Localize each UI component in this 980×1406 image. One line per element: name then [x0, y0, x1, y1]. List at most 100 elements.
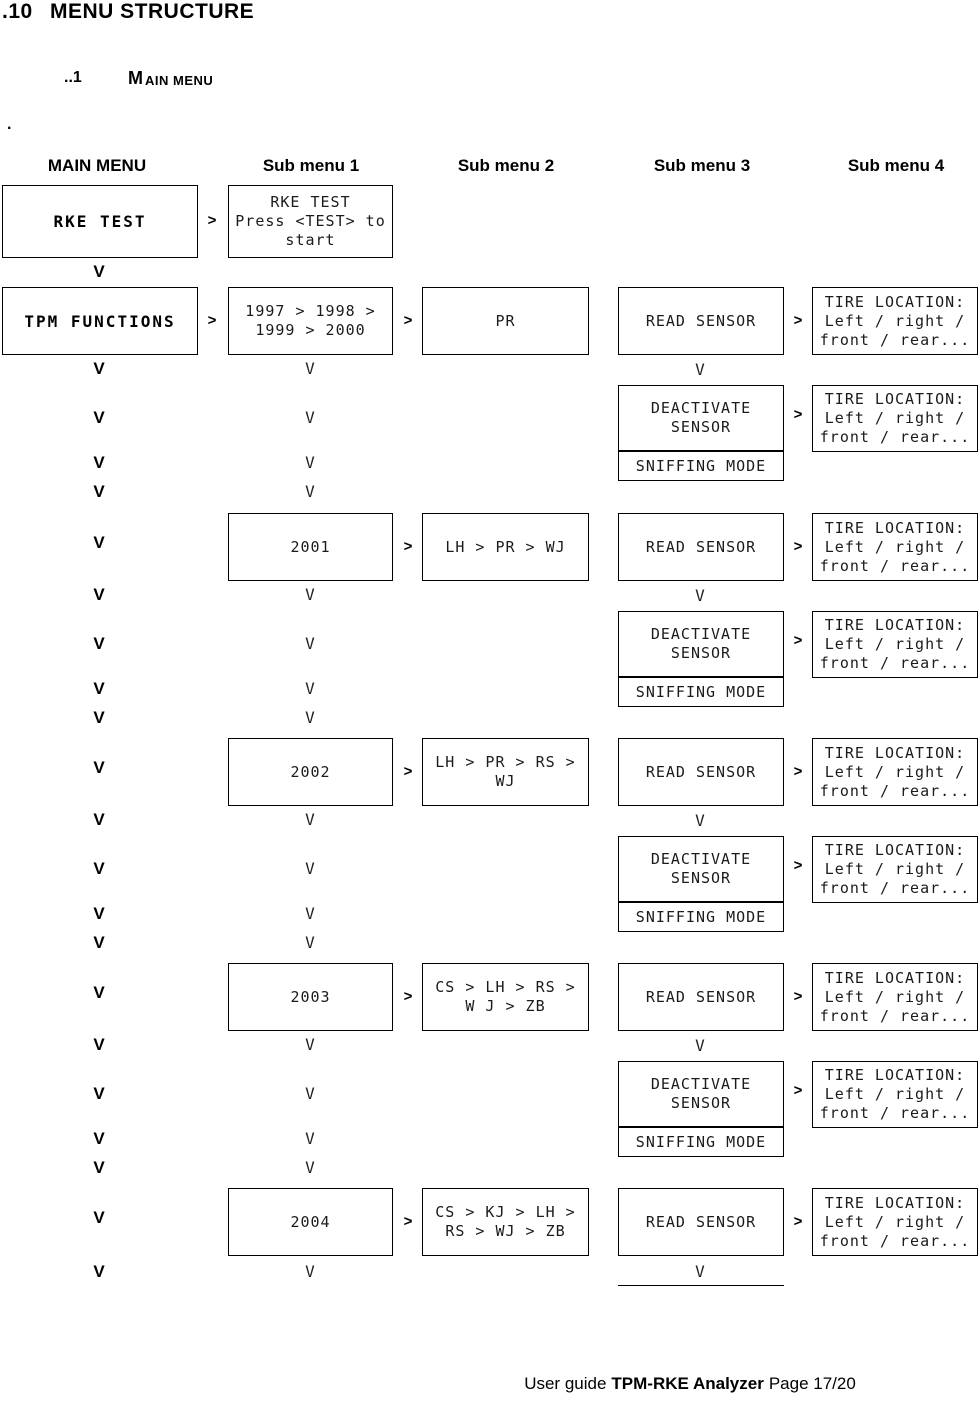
- continuation-line: [618, 1285, 784, 1286]
- right-arrow: >: [793, 857, 803, 874]
- down-arrow: V: [305, 810, 315, 829]
- column-header-sub-menu-3: Sub menu 3: [653, 156, 751, 175]
- column-header-sub-menu-4: Sub menu 4: [847, 156, 945, 175]
- down-arrow: V: [93, 453, 105, 472]
- subsection-title-rest: AIN MENU: [145, 73, 214, 88]
- right-arrow: >: [403, 312, 413, 329]
- lcd-box-sniffing-mode: SNIFFING MODE: [618, 677, 784, 707]
- down-arrow: V: [93, 859, 105, 878]
- down-arrow: V: [305, 859, 315, 878]
- subsection-title-initial: M: [128, 68, 143, 88]
- down-arrow: V: [305, 359, 315, 378]
- down-arrow: V: [305, 708, 315, 727]
- down-arrow: V: [93, 1158, 105, 1177]
- right-arrow: >: [403, 1213, 413, 1230]
- lcd-box-models-2002: LH > PR > RS > WJ: [422, 738, 589, 806]
- section-number: .10: [2, 0, 33, 23]
- down-arrow: V: [93, 1129, 105, 1148]
- year-2003-section: V 2003 > CS > LH > RS > W J > ZB READ SE…: [0, 963, 980, 1188]
- lcd-box-year-2004: 2004: [228, 1188, 393, 1256]
- lcd-box-rke-test: RKE TEST: [2, 185, 198, 258]
- right-arrow: >: [793, 1082, 803, 1099]
- right-arrow: >: [207, 212, 217, 229]
- lcd-box-read-sensor: READ SENSOR: [618, 513, 784, 581]
- footer-page-number: Page 17/20: [768, 1374, 856, 1393]
- year-2004-section: V 2004 > CS > KJ > LH > RS > WJ > ZB REA…: [0, 1188, 980, 1308]
- right-arrow: >: [793, 538, 803, 555]
- lcd-box-sniffing-mode: SNIFFING MODE: [618, 902, 784, 932]
- lcd-box-models-2004: CS > KJ > LH > RS > WJ > ZB: [422, 1188, 589, 1256]
- down-arrow: V: [305, 679, 315, 698]
- down-arrow: V: [93, 983, 105, 1002]
- down-arrow: V: [93, 708, 105, 727]
- lcd-box-deactivate-sensor: DEACTIVATE SENSOR: [618, 836, 784, 902]
- down-arrow: V: [305, 585, 315, 604]
- lcd-box-tire-location: TIRE LOCATION: Left / right / front / re…: [812, 1188, 978, 1256]
- lcd-box-tire-location: TIRE LOCATION: Left / right / front / re…: [812, 385, 978, 452]
- down-arrow: V: [93, 585, 105, 604]
- tpm-functions-section: TPM FUNCTIONS > 1997 > 1998 > 1999 > 200…: [0, 287, 980, 512]
- year-2002-section: V 2002 > LH > PR > RS > WJ READ SENSOR >…: [0, 738, 980, 963]
- lcd-box-year-2001: 2001: [228, 513, 393, 581]
- lcd-box-rke-test-screen: RKE TEST Press <TEST> to start: [228, 185, 393, 258]
- down-arrow: V: [93, 758, 105, 777]
- lcd-box-read-sensor: READ SENSOR: [618, 963, 784, 1031]
- right-arrow: >: [793, 312, 803, 329]
- down-arrow: V: [305, 408, 315, 427]
- down-arrow: V: [695, 360, 705, 379]
- down-arrow: V: [305, 1129, 315, 1148]
- lcd-box-tire-location: TIRE LOCATION: Left / right / front / re…: [812, 836, 978, 903]
- lcd-box-tire-location: TIRE LOCATION: Left / right / front / re…: [812, 1061, 978, 1128]
- down-arrow: V: [93, 810, 105, 829]
- lcd-box-tire-location: TIRE LOCATION: Left / right / front / re…: [812, 611, 978, 678]
- lcd-box-year-2002: 2002: [228, 738, 393, 806]
- down-arrow: V: [93, 1035, 105, 1054]
- down-arrow: V: [305, 1158, 315, 1177]
- down-arrow: V: [93, 262, 105, 281]
- right-arrow: >: [793, 632, 803, 649]
- lcd-box-models-2003: CS > LH > RS > W J > ZB: [422, 963, 589, 1031]
- down-arrow: V: [93, 482, 105, 501]
- section-title: MENU STRUCTURE: [50, 0, 255, 23]
- right-arrow: >: [403, 988, 413, 1005]
- down-arrow: V: [305, 1084, 315, 1103]
- down-arrow: V: [93, 408, 105, 427]
- down-arrow: V: [305, 482, 315, 501]
- footer-product-name: TPM-RKE Analyzer: [611, 1374, 764, 1393]
- right-arrow: >: [403, 538, 413, 555]
- year-2001-section: V 2001 > LH > PR > WJ READ SENSOR > TIRE…: [0, 513, 980, 738]
- down-arrow: V: [305, 933, 315, 952]
- lcd-box-tire-location: TIRE LOCATION: Left / right / front / re…: [812, 513, 978, 581]
- down-arrow: V: [305, 1262, 315, 1281]
- lcd-box-models-pr: PR: [422, 287, 589, 355]
- down-arrow: V: [695, 1262, 705, 1281]
- down-arrow: V: [93, 1262, 105, 1281]
- lcd-box-tpm-functions: TPM FUNCTIONS: [2, 287, 198, 355]
- right-arrow: >: [793, 1213, 803, 1230]
- lcd-box-deactivate-sensor: DEACTIVATE SENSOR: [618, 385, 784, 451]
- lcd-box-models-2001: LH > PR > WJ: [422, 513, 589, 581]
- footer-prefix: User guide: [524, 1374, 607, 1393]
- down-arrow: V: [305, 634, 315, 653]
- rke-test-row: RKE TEST > RKE TEST Press <TEST> to star…: [0, 185, 980, 287]
- down-arrow: V: [695, 586, 705, 605]
- down-arrow: V: [93, 1208, 105, 1227]
- down-arrow: V: [93, 359, 105, 378]
- lcd-box-sniffing-mode: SNIFFING MODE: [618, 451, 784, 481]
- down-arrow: V: [305, 1035, 315, 1054]
- column-header-main-menu: MAIN MENU: [47, 156, 147, 175]
- down-arrow: V: [305, 904, 315, 923]
- lcd-box-deactivate-sensor: DEACTIVATE SENSOR: [618, 1061, 784, 1127]
- subsection-number: ..1: [64, 69, 82, 86]
- right-arrow: >: [403, 763, 413, 780]
- lcd-box-tire-location: TIRE LOCATION: Left / right / front / re…: [812, 963, 978, 1031]
- lcd-box-tire-location: TIRE LOCATION: Left / right / front / re…: [812, 287, 978, 355]
- down-arrow: V: [93, 904, 105, 923]
- right-arrow: >: [793, 406, 803, 423]
- lcd-box-read-sensor: READ SENSOR: [618, 287, 784, 355]
- stray-period: .: [7, 116, 12, 133]
- down-arrow: V: [695, 811, 705, 830]
- lcd-box-read-sensor: READ SENSOR: [618, 1188, 784, 1256]
- down-arrow: V: [695, 1036, 705, 1055]
